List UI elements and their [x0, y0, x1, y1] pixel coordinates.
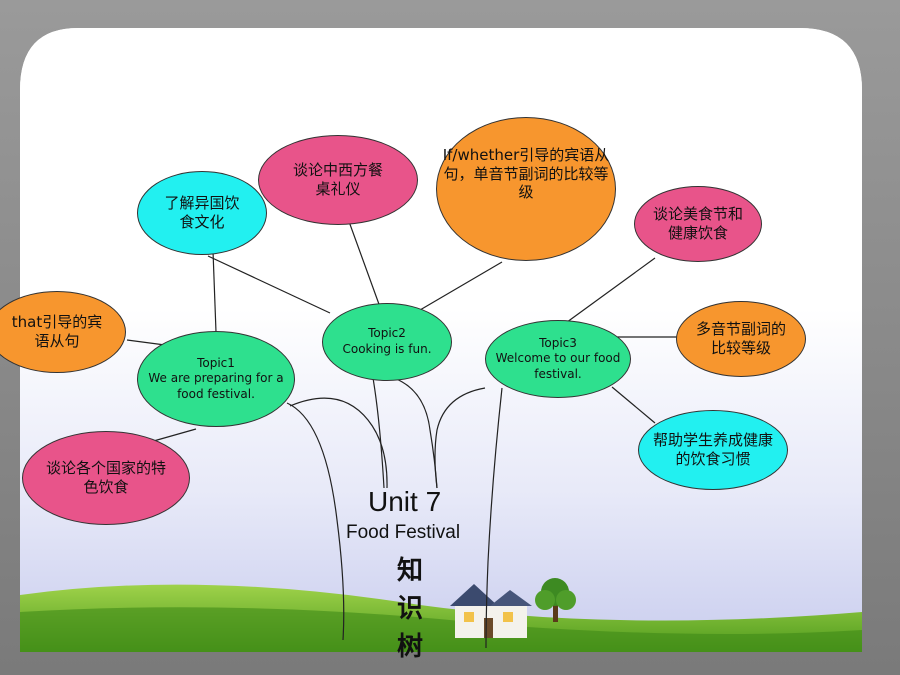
leaf-multi-syllable-text: 多音节副词的比较等级	[696, 320, 787, 357]
leaf-that-clause: that引导的宾语从句	[0, 291, 126, 373]
topic2-text: Cooking is fun.	[342, 342, 432, 356]
vertical-char-3: 树	[397, 632, 424, 662]
vertical-char-1: 知	[397, 556, 424, 586]
vertical-char-2: 识	[397, 594, 424, 624]
leaf-national-food-text: 谈论各个国家的特色饮食	[46, 459, 167, 496]
leaf-culture-text: 了解异国饮食文化	[164, 194, 240, 231]
leaf-that-clause-text: that引导的宾语从句	[11, 313, 103, 350]
topic3-label: Topic3	[539, 335, 577, 350]
leaf-culture: 了解异国饮食文化	[137, 171, 267, 255]
topic1-node: Topic1 We are preparing for a food festi…	[137, 331, 295, 427]
topic1-text: We are preparing for a food festival.	[148, 371, 284, 401]
leaf-etiquette-text: 谈论中西方餐桌礼仪	[292, 161, 383, 198]
topic2-node: Topic2 Cooking is fun.	[322, 303, 452, 381]
unit-subtitle: Food Festival	[346, 522, 461, 543]
leaf-national-food: 谈论各个国家的特色饮食	[22, 431, 190, 525]
leaf-habits-text: 帮助学生养成健康的饮食习惯	[652, 431, 773, 468]
leaf-whether-clause-text: If/whether引导的宾语从句，单音节副词的比较等级	[442, 145, 610, 202]
topic2-label: Topic2	[368, 326, 406, 341]
leaf-food-health: 谈论美食节和健康饮食	[634, 186, 762, 262]
topic3-text: Welcome to our food festival.	[495, 351, 621, 381]
leaf-habits: 帮助学生养成健康的饮食习惯	[638, 410, 788, 490]
leaf-whether-clause: If/whether引导的宾语从句，单音节副词的比较等级	[436, 117, 616, 261]
leaf-food-health-text: 谈论美食节和健康饮食	[652, 205, 743, 242]
topic3-node: Topic3 Welcome to our food festival.	[485, 320, 631, 398]
leaf-etiquette: 谈论中西方餐桌礼仪	[258, 135, 418, 225]
unit-title: Unit 7	[368, 486, 442, 517]
leaf-multi-syllable: 多音节副词的比较等级	[676, 301, 806, 377]
house-illustration	[450, 584, 532, 638]
topic1-label: Topic1	[197, 355, 235, 370]
